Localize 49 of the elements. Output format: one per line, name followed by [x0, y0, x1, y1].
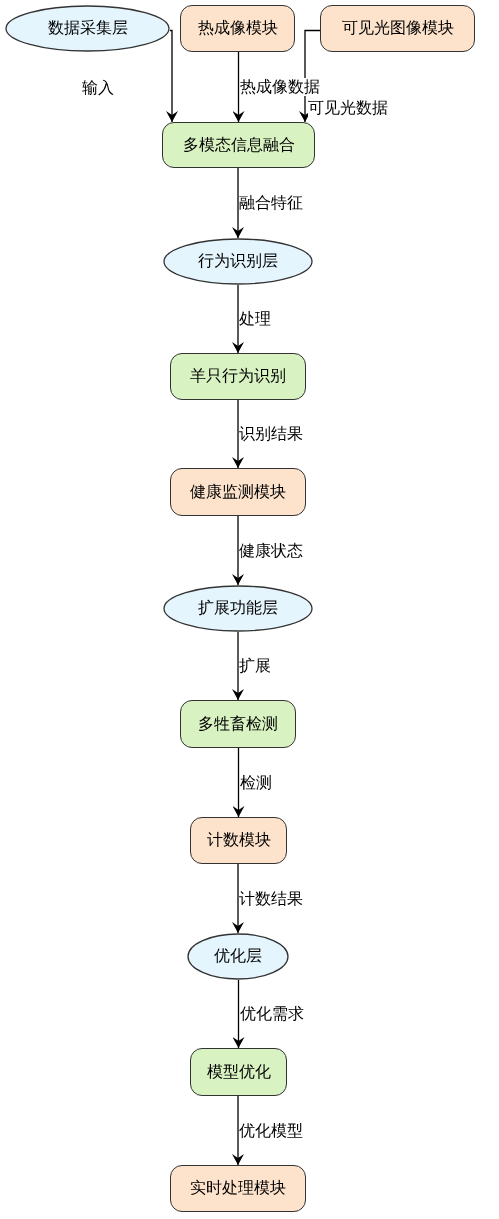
layer-ellipse — [163, 238, 313, 285]
module-box — [190, 817, 287, 864]
edge-label: 热成像数据 — [239, 78, 320, 96]
edge-label: 处理 — [239, 310, 271, 328]
node-label: 热成像模块 — [197, 18, 278, 39]
edge-label: 输入 — [82, 79, 114, 97]
edge-label: 优化需求 — [239, 1005, 304, 1023]
node-label: 模型优化 — [206, 1061, 271, 1083]
node-label: 数据采集层 — [47, 18, 128, 39]
module-box — [170, 468, 306, 516]
node-label: 计数模块 — [206, 830, 271, 851]
arrow — [232, 284, 244, 354]
layer-ellipse — [5, 5, 170, 52]
edge-label: 扩展 — [239, 657, 271, 675]
arrow — [232, 167, 244, 239]
edge-label: 优化模型 — [239, 1121, 303, 1140]
edge-label: 计数结果 — [239, 889, 303, 908]
arrow — [232, 747, 245, 818]
arrow — [232, 863, 244, 934]
edge-label: 健康状态 — [239, 541, 303, 560]
module-box — [180, 5, 295, 52]
node-label: 优化层 — [214, 946, 262, 967]
process-box — [162, 122, 315, 168]
arrow — [232, 399, 244, 469]
node-label: 多模态信息融合 — [182, 134, 295, 156]
node-label: 羊只行为识别 — [190, 366, 286, 387]
arrow — [232, 979, 245, 1049]
layer-ellipse — [163, 585, 313, 632]
module-box — [170, 1165, 306, 1212]
node-label: 行为识别层 — [198, 251, 278, 272]
node-label: 实时处理模块 — [190, 1178, 286, 1199]
edge-label: 融合特征 — [239, 194, 303, 212]
layer-ellipse — [187, 933, 289, 980]
edge-label: 识别结果 — [239, 425, 303, 443]
arrow — [232, 1095, 244, 1166]
process-box — [170, 353, 306, 400]
process-box — [180, 700, 296, 748]
arrow — [232, 515, 244, 586]
process-box — [190, 1048, 287, 1096]
node-label: 可见光图像模块 — [341, 18, 454, 39]
node-label: 健康监测模块 — [190, 481, 286, 503]
node-label: 多牲畜检测 — [198, 713, 278, 735]
node-label: 扩展功能层 — [198, 598, 278, 619]
module-box — [320, 5, 475, 52]
arrow — [166, 29, 178, 123]
edge-label: 可见光数据 — [308, 99, 388, 117]
edge-label: 检测 — [239, 773, 272, 792]
arrow — [232, 631, 244, 701]
arrow — [232, 51, 245, 123]
